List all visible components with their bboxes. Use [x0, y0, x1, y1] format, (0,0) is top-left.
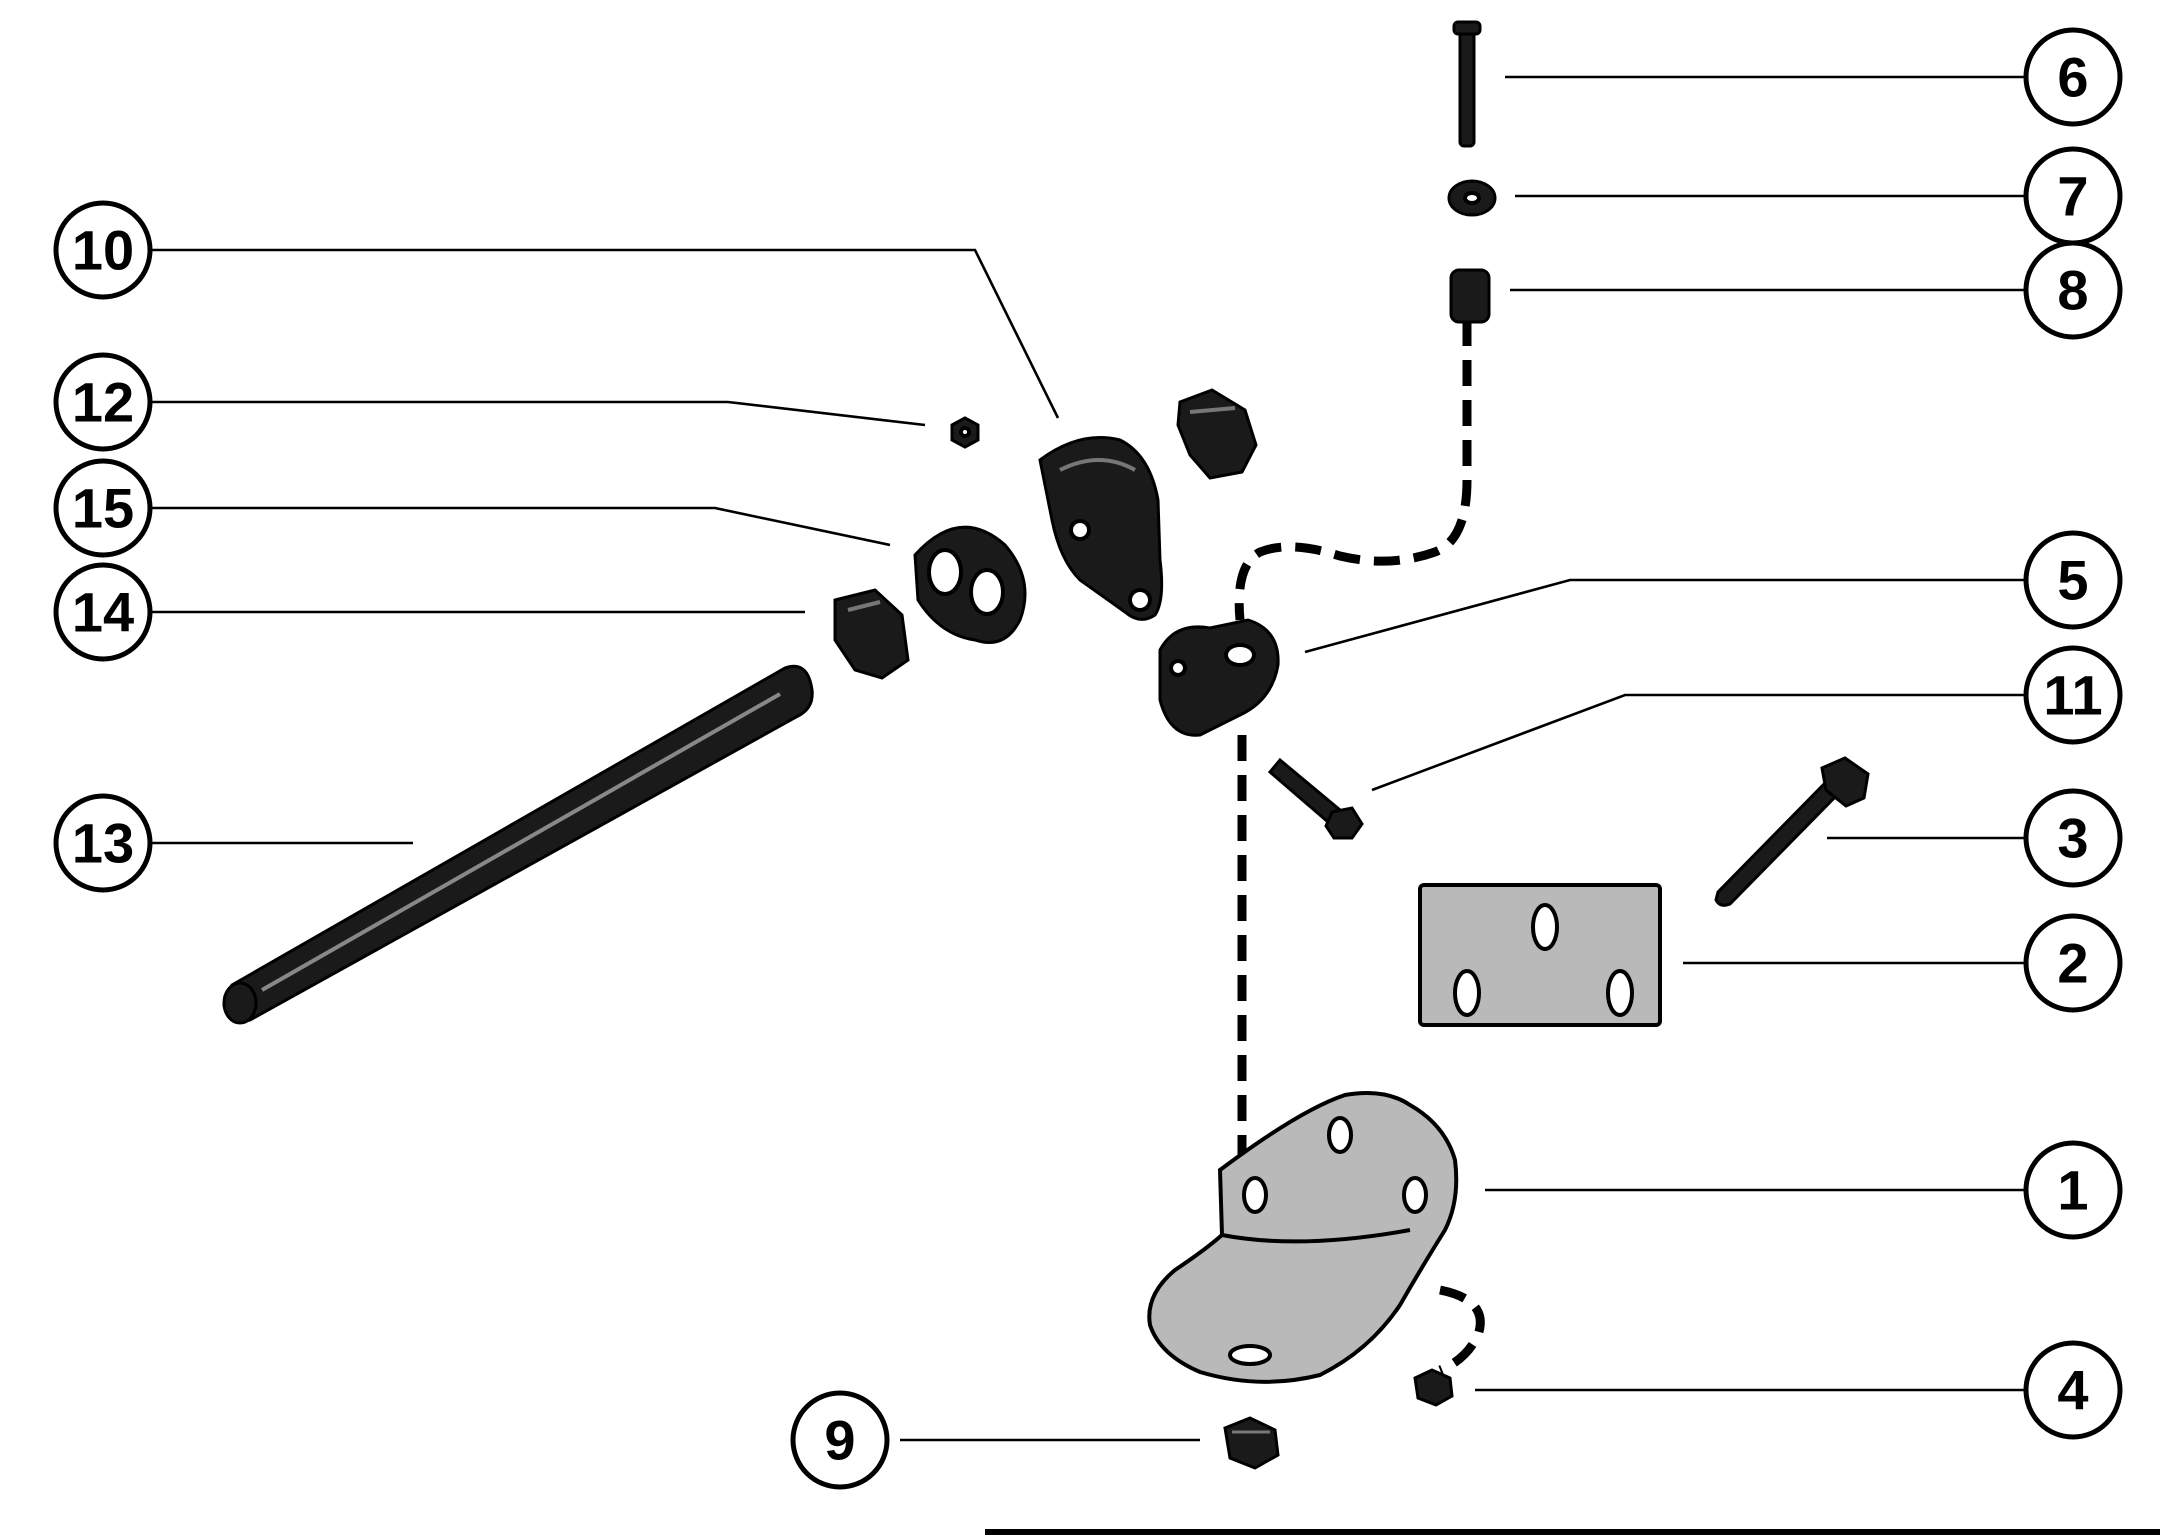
- svg-text:14: 14: [72, 581, 134, 644]
- callout-13: 13: [53, 793, 153, 893]
- svg-text:10: 10: [72, 219, 134, 282]
- clamp-part-15: [913, 525, 1027, 644]
- hex-nut-part-14: [833, 588, 910, 680]
- small-nut-part-12: [950, 416, 980, 449]
- callout-6: 6: [2023, 27, 2123, 127]
- leader-12: [150, 400, 926, 427]
- callout-1: 1: [2023, 1140, 2123, 1240]
- callout-7: 7: [2023, 146, 2123, 246]
- callout-10: 10: [53, 200, 153, 300]
- callout-3: 3: [2023, 788, 2123, 888]
- leader-11: [1371, 693, 2025, 792]
- callout-9: 9: [790, 1390, 890, 1490]
- svg-text:7: 7: [2057, 165, 2088, 228]
- callout-4: 4: [2023, 1340, 2123, 1440]
- svg-text:3: 3: [2057, 807, 2088, 870]
- assembly-line-upper: [1234, 320, 1472, 621]
- svg-text:6: 6: [2057, 46, 2088, 109]
- callout-5: 5: [2023, 530, 2123, 630]
- svg-text:12: 12: [72, 371, 134, 434]
- svg-text:2: 2: [2057, 932, 2088, 995]
- nut-part-9: [1223, 1416, 1280, 1470]
- yoke-part-10: [1038, 436, 1164, 621]
- bracket-part-1: [1147, 1091, 1459, 1384]
- svg-text:11: 11: [2043, 664, 2102, 727]
- svg-text:13: 13: [72, 812, 134, 875]
- svg-text:1: 1: [2057, 1159, 2088, 1222]
- pin-part-6: [1452, 20, 1482, 148]
- bolt-part-3: [1714, 756, 1870, 907]
- swivel-part-5: [1158, 618, 1280, 737]
- svg-text:4: 4: [2057, 1359, 2088, 1422]
- callout-12: 12: [53, 352, 153, 452]
- leader-lines: [150, 75, 2025, 1442]
- leader-5: [1304, 578, 2025, 654]
- leader-15: [150, 506, 891, 547]
- callout-11: 11: [2023, 645, 2123, 745]
- assembly-line-nut: [1438, 1285, 1485, 1375]
- svg-text:9: 9: [824, 1409, 855, 1472]
- washer-part-7: [1447, 179, 1497, 217]
- svg-text:15: 15: [72, 477, 134, 540]
- bushing-part-8: [1449, 268, 1491, 324]
- shaft-part-13: [222, 664, 814, 1025]
- svg-text:8: 8: [2057, 259, 2088, 322]
- callout-2: 2: [2023, 913, 2123, 1013]
- callout-14: 14: [53, 562, 153, 662]
- callout-15: 15: [53, 458, 153, 558]
- leader-10: [150, 248, 1060, 419]
- callout-8: 8: [2023, 240, 2123, 340]
- bolt-part-11: [1267, 757, 1364, 840]
- plate-part-2: [1418, 883, 1662, 1027]
- hex-nut-upper: [1176, 388, 1258, 480]
- svg-text:5: 5: [2057, 549, 2088, 612]
- nut-part-4: [1413, 1368, 1454, 1407]
